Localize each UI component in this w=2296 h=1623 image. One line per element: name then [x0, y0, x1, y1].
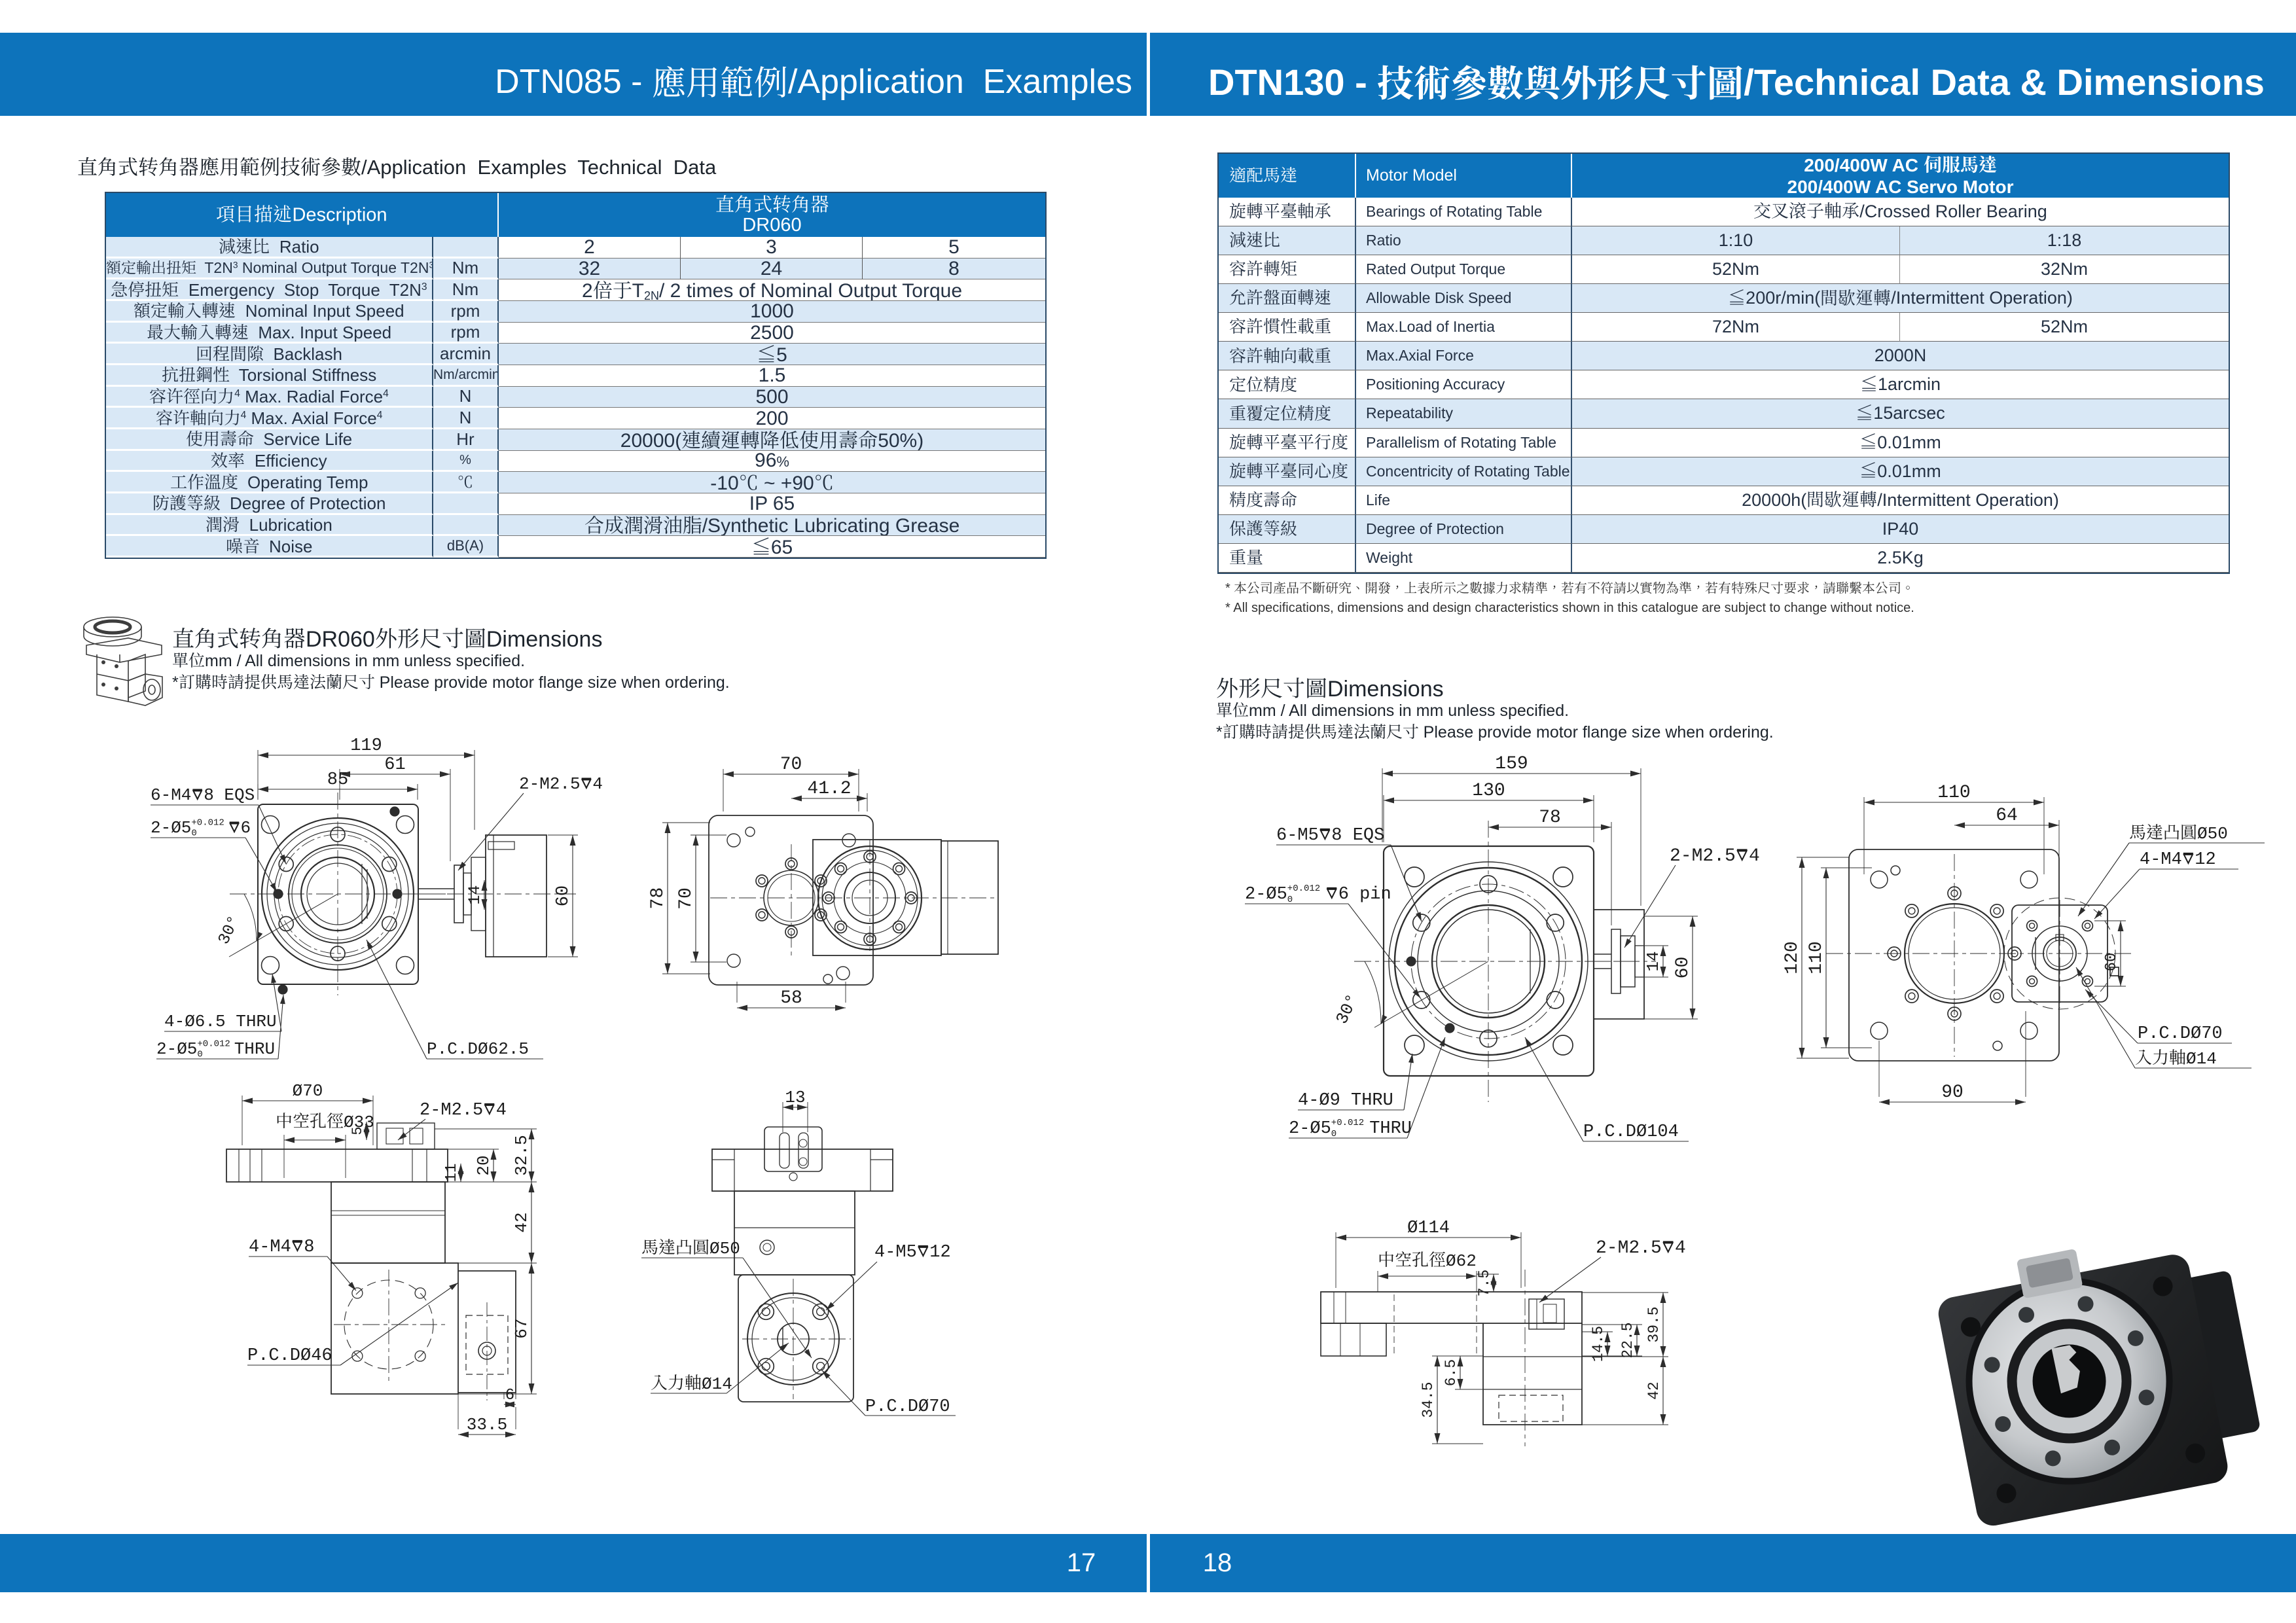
svg-text:120: 120 — [1782, 941, 1803, 974]
svg-text:42: 42 — [1645, 1382, 1662, 1400]
svg-text:0: 0 — [1331, 1129, 1336, 1139]
svg-text:Ø70: Ø70 — [293, 1081, 323, 1101]
svg-text:32.5: 32.5 — [512, 1135, 531, 1175]
svg-text:8: 8 — [304, 1238, 314, 1257]
svg-text:+0.012: +0.012 — [1331, 1118, 1364, 1128]
svg-text:11: 11 — [443, 1164, 461, 1183]
svg-text:14: 14 — [465, 885, 484, 904]
svg-text:0: 0 — [191, 829, 196, 839]
svg-text:33.5: 33.5 — [467, 1415, 507, 1435]
svg-text:2-M2.5: 2-M2.5 — [1670, 846, 1736, 866]
svg-text:6.5: 6.5 — [1443, 1359, 1460, 1386]
svg-text:P.C.DØ46: P.C.DØ46 — [247, 1346, 332, 1366]
svg-text:4: 4 — [592, 774, 603, 794]
svg-text:THRU: THRU — [234, 1039, 275, 1059]
svg-text:2-M2.5: 2-M2.5 — [1596, 1238, 1662, 1258]
svg-text:0: 0 — [197, 1050, 202, 1060]
svg-text:4-M5: 4-M5 — [874, 1243, 917, 1262]
svg-text:0: 0 — [1287, 895, 1293, 905]
svg-text:70: 70 — [780, 755, 802, 775]
svg-text:P.C.DØ62.5: P.C.DØ62.5 — [427, 1039, 529, 1059]
svg-text:Ø114: Ø114 — [1407, 1219, 1450, 1238]
svg-text:2-Ø5: 2-Ø5 — [1289, 1119, 1331, 1139]
svg-text:5: 5 — [350, 1126, 366, 1135]
svg-text:60: 60 — [2103, 953, 2121, 972]
svg-text:2-Ø5: 2-Ø5 — [151, 818, 191, 838]
svg-text:70: 70 — [676, 887, 696, 910]
svg-text:22.5: 22.5 — [1619, 1322, 1636, 1358]
svg-text:2-Ø5: 2-Ø5 — [1245, 885, 1287, 904]
svg-text:4: 4 — [1675, 1238, 1686, 1258]
svg-text:Ø14: Ø14 — [702, 1374, 732, 1394]
svg-text:159: 159 — [1495, 754, 1528, 774]
svg-text:2-M2.5: 2-M2.5 — [519, 774, 581, 794]
svg-text:Ø50: Ø50 — [709, 1239, 740, 1258]
svg-text:41.2: 41.2 — [807, 779, 851, 799]
svg-text:8 EQS: 8 EQS — [204, 785, 255, 805]
svg-text:6-M4: 6-M4 — [151, 785, 191, 805]
svg-text:P.C.DØ70: P.C.DØ70 — [865, 1397, 950, 1417]
svg-text:2-M2.5: 2-M2.5 — [420, 1101, 483, 1120]
svg-text:64: 64 — [1996, 806, 2018, 826]
svg-text:6: 6 — [505, 1387, 514, 1404]
svg-text:4-Ø6.5 THRU: 4-Ø6.5 THRU — [164, 1012, 277, 1031]
svg-text:Ø33: Ø33 — [344, 1113, 374, 1132]
svg-text:119: 119 — [350, 736, 382, 756]
svg-text:+0.012: +0.012 — [191, 817, 224, 828]
svg-text:58: 58 — [780, 988, 802, 1008]
svg-text:110: 110 — [1806, 941, 1827, 974]
svg-text:2-Ø5: 2-Ø5 — [156, 1039, 197, 1059]
svg-text:4-Ø9 THRU: 4-Ø9 THRU — [1298, 1091, 1393, 1111]
svg-text:85: 85 — [327, 770, 348, 790]
svg-text:39.5: 39.5 — [1645, 1306, 1662, 1342]
svg-text:30°: 30° — [1332, 991, 1363, 1027]
svg-text:4-M4: 4-M4 — [2140, 850, 2182, 870]
svg-text:THRU: THRU — [1369, 1119, 1412, 1139]
svg-text:Ø62: Ø62 — [1446, 1251, 1477, 1271]
svg-text:12: 12 — [2195, 850, 2215, 870]
svg-text:6-M5: 6-M5 — [1276, 826, 1319, 846]
svg-text:67: 67 — [512, 1318, 531, 1338]
svg-text:Ø50: Ø50 — [2197, 824, 2228, 844]
svg-text:110: 110 — [1937, 783, 1970, 803]
svg-text:6 pin: 6 pin — [1338, 885, 1391, 904]
svg-text:130: 130 — [1472, 781, 1505, 801]
svg-text:78: 78 — [1539, 808, 1561, 828]
svg-text:12: 12 — [929, 1243, 950, 1262]
svg-text:60: 60 — [554, 885, 573, 906]
svg-text:20: 20 — [474, 1155, 493, 1175]
svg-text:Ø14: Ø14 — [2186, 1049, 2217, 1069]
svg-text:90: 90 — [1941, 1082, 1964, 1103]
svg-text:4: 4 — [1749, 846, 1760, 866]
svg-text:60: 60 — [1673, 957, 1693, 979]
svg-text:P.C.DØ104: P.C.DØ104 — [1583, 1122, 1679, 1142]
svg-text:14: 14 — [1643, 951, 1663, 971]
svg-text:34.5: 34.5 — [1420, 1382, 1437, 1418]
svg-text:4-M4: 4-M4 — [249, 1238, 291, 1257]
svg-text:30°: 30° — [214, 913, 243, 948]
svg-text:4: 4 — [496, 1101, 507, 1120]
svg-text:13: 13 — [785, 1088, 805, 1107]
svg-text:6: 6 — [241, 818, 251, 838]
svg-text:78: 78 — [648, 887, 668, 910]
svg-text:8 EQS: 8 EQS — [1331, 826, 1384, 846]
svg-text:42: 42 — [512, 1212, 531, 1232]
svg-text:+0.012: +0.012 — [197, 1039, 230, 1049]
svg-text:61: 61 — [384, 755, 405, 775]
svg-text:P.C.DØ70: P.C.DØ70 — [2138, 1024, 2223, 1044]
svg-text:7.5: 7.5 — [1476, 1270, 1493, 1296]
svg-text:+0.012: +0.012 — [1287, 883, 1320, 894]
